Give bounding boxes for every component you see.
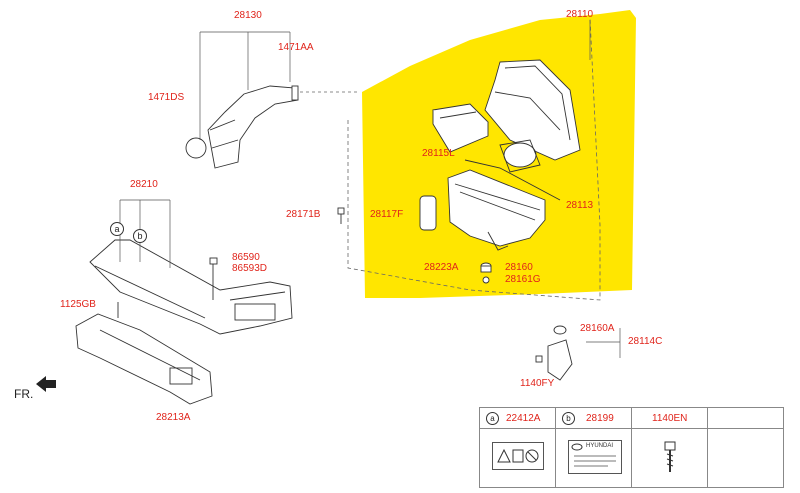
part-label-28117f: 28117F [370,209,404,220]
part-label-1471ds: 1471DS [148,92,185,103]
part-label-28213a: 28213A [156,412,191,423]
intake-duct [499,139,541,173]
air-cleaner-cover [484,59,581,161]
bolt-28171b [337,207,345,224]
grommets [480,262,492,284]
part-label-28171b: 28171B [286,209,321,220]
front-arrow-icon [36,376,56,392]
part-label-28161g: 28161G [505,274,541,285]
part-label-1125gb: 1125GB [60,299,96,310]
part-label-28114c: 28114C [628,336,663,347]
part-label-28110: 28110 [566,9,594,20]
legend-col-a: a 22412A [480,408,556,487]
highlight-region [362,10,636,298]
part-label-86590: 86590 [232,252,260,263]
part-label-86593d: 86593D [232,263,268,274]
legend-col-1140en: 1140EN [632,408,708,487]
part-label-1471aa: 1471AA [278,42,314,53]
part-label-28130: 28130 [234,10,262,21]
legend-code-1140en: 1140EN [652,413,688,424]
legend-key-a: a [486,412,499,425]
callout-a: a [110,222,124,236]
part-label-28210: 28210 [130,179,158,190]
screw-86590 [209,257,218,300]
legend-code-28199: 28199 [586,413,614,424]
screw-icon [664,441,676,472]
callout-b: b [133,229,147,243]
legend-table: a 22412A b 28199 HYUNDAI 1140E [479,407,784,488]
part-label-28223a: 28223A [424,262,459,273]
warning-label-icon [492,442,544,470]
front-marker: FR. [14,387,34,401]
part-label-1140fy: 1140FY [520,378,555,389]
hose-28130 [185,85,299,169]
legend-key-b: b [562,412,575,425]
hyundai-info-label-icon [568,440,622,474]
legend-code-22412a: 22412A [506,413,541,424]
filter-element [432,103,489,153]
legend-col-b: b 28199 HYUNDAI [556,408,632,487]
air-duct-28210 [89,239,293,335]
bracket-28114c [535,325,573,381]
legend-col-empty [708,408,783,487]
hyundai-logo-text: HYUNDAI [586,443,614,449]
part-28117f [419,195,437,231]
air-cleaner-lower-case [447,159,561,251]
bracket-28213a [75,313,213,405]
part-label-28115l: 28115L [422,148,455,159]
part-label-28160: 28160 [505,262,533,273]
assembly-box [347,17,601,301]
part-label-28160a: 28160A [580,323,615,334]
part-label-28113: 28113 [566,200,594,211]
